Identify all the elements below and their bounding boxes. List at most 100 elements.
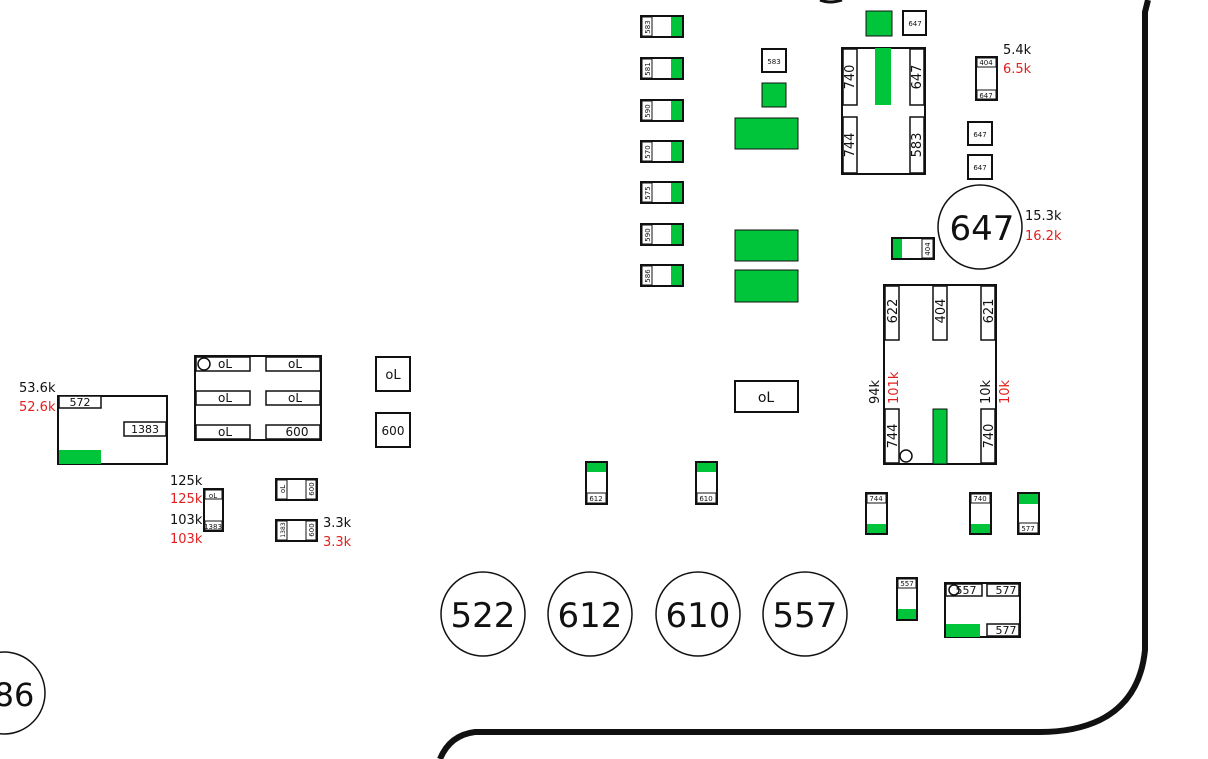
pad-label: 647: [910, 65, 925, 90]
measure-black: 15.3k: [1025, 209, 1062, 224]
part-590a[interactable]: 590: [640, 99, 684, 122]
pad-label: 586: [644, 269, 652, 283]
pad-label: 581: [644, 62, 652, 75]
pad-label: oL: [209, 492, 217, 500]
green-pad-top: [865, 10, 893, 37]
pad-label: oL: [279, 485, 287, 493]
part-586[interactable]: 586: [640, 264, 684, 287]
square-647-b[interactable]: 647: [967, 154, 993, 180]
test-point-610[interactable]: 610: [655, 571, 741, 657]
pad-ol-wide[interactable]: oL: [734, 380, 799, 413]
pad-label: 744: [869, 495, 883, 503]
ic-six-pad[interactable]: oL oL oL oL oL 600: [194, 355, 322, 441]
pad-label: 590: [644, 104, 652, 117]
pad-label: 647: [908, 20, 921, 28]
pin1-marker: [948, 584, 960, 596]
pin1-marker: [899, 449, 913, 463]
measure-black: 125k: [170, 474, 203, 489]
measure-red: 52.6k: [19, 400, 56, 415]
green-pad-large: [734, 117, 799, 150]
part-404-647[interactable]: 404 647: [975, 56, 998, 101]
test-point-522[interactable]: 522: [440, 571, 526, 657]
ic-622-404-621[interactable]: 622 404 621 744 740: [883, 284, 997, 465]
component-ol-1383[interactable]: oL 1383: [203, 488, 224, 532]
measure-red: 101k: [887, 371, 902, 404]
square-pad-600[interactable]: 600: [375, 412, 411, 448]
pad-label: 404: [979, 59, 993, 67]
measure-red: 3.3k: [323, 535, 352, 550]
test-point-label: 557: [773, 596, 838, 636]
pad-label: 740: [982, 424, 997, 449]
test-point-557[interactable]: 557: [762, 571, 848, 657]
pad-label: 610: [699, 495, 712, 503]
pad-label: 622: [886, 299, 901, 324]
pad-label: 583: [910, 133, 925, 158]
component-1383-600[interactable]: 1383 600: [275, 519, 318, 542]
test-point-label: 610: [666, 596, 731, 636]
pad-label: 577: [996, 624, 1017, 637]
pad-label: 583: [644, 20, 652, 33]
green-pad-small: [761, 82, 787, 108]
pad-label: 557: [900, 580, 913, 588]
pad-label: 572: [70, 396, 91, 409]
pad-label: 600: [308, 523, 316, 536]
part-green-404[interactable]: 404: [891, 237, 935, 260]
part-570[interactable]: 570: [640, 140, 684, 163]
part-612[interactable]: 612: [585, 461, 608, 505]
measure-black: 53.6k: [19, 381, 56, 396]
part-590b[interactable]: 590: [640, 223, 684, 246]
part-610[interactable]: 610: [695, 461, 718, 505]
pad-label: oL: [218, 391, 232, 405]
pad-label: 600: [286, 425, 309, 439]
measure-red: 125k: [170, 492, 203, 507]
green-pad: [59, 450, 101, 464]
part-740[interactable]: 740: [969, 492, 992, 535]
green-pad: [875, 48, 891, 105]
pad-label: 740: [973, 495, 986, 503]
chip-572-1383[interactable]: 572 1383: [57, 395, 168, 465]
test-point-647[interactable]: 647: [937, 184, 1023, 270]
green-pad: [932, 408, 948, 465]
pad-label: 590: [644, 228, 652, 241]
pad-label: 647: [973, 164, 986, 172]
measure-red: 103k: [170, 532, 203, 547]
pad-label: 570: [644, 145, 652, 158]
pad-label: oL: [385, 368, 401, 383]
part-581[interactable]: 581: [640, 57, 684, 80]
green-pad-large: [734, 269, 799, 303]
part-557-small[interactable]: 557: [896, 577, 918, 621]
pad-label: 575: [644, 186, 652, 199]
pad-label: 740: [843, 65, 858, 90]
test-point-label: 612: [558, 596, 623, 636]
part-575[interactable]: 575: [640, 181, 684, 204]
square-583[interactable]: 583: [761, 48, 787, 73]
test-point-label: 522: [451, 596, 516, 636]
green-pad: [946, 624, 980, 637]
pad-label: 1383: [280, 522, 287, 537]
chip-557-577[interactable]: 557 577 577: [944, 582, 1021, 638]
part-744[interactable]: 744: [865, 492, 888, 535]
pad-label: 583: [767, 58, 780, 66]
test-point-label: 647: [950, 209, 1015, 249]
square-647-a[interactable]: 647: [967, 121, 993, 146]
pad-label: 600: [382, 424, 405, 438]
pin1-marker: [197, 357, 211, 371]
pad-label: oL: [288, 391, 302, 405]
square-pad-ol[interactable]: oL: [375, 356, 411, 392]
pad-label: oL: [218, 357, 232, 371]
pad-label: 600: [308, 482, 316, 495]
square-647-top[interactable]: 647: [902, 10, 927, 36]
pad-label: oL: [758, 390, 775, 406]
pad-label: 621: [982, 299, 997, 324]
ic-740-647-744-583[interactable]: 740 647 744 583: [841, 47, 926, 175]
green-pad-large: [734, 229, 799, 262]
test-point-612[interactable]: 612: [547, 571, 633, 657]
component-ol-600[interactable]: oL 600: [275, 478, 318, 501]
test-point-label: 86: [0, 676, 34, 714]
pad-label: 404: [934, 299, 949, 324]
part-583[interactable]: 583: [640, 15, 684, 38]
measure-red: 16.2k: [1025, 229, 1062, 244]
test-point-86[interactable]: 86: [0, 651, 46, 735]
part-577-small[interactable]: 577: [1017, 492, 1040, 535]
pad-label: oL: [288, 357, 302, 371]
